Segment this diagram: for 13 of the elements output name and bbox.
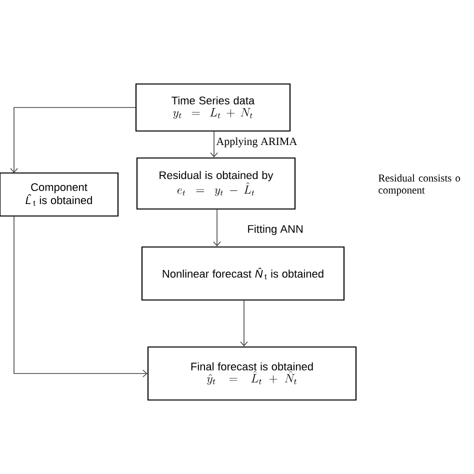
edge-label: Fitting ANN <box>248 224 303 236</box>
edge-label: Applying ARIMA <box>216 137 298 148</box>
process-box: Residual is obtained by $e_{t} = y_{t} - \hat{L}_{t}$ <box>136 157 296 210</box>
arrow <box>213 209 221 246</box>
process-box: Time Series data $y_{t} = L_{t} + N_{t}$ <box>135 83 291 132</box>
process-box: Component L̂$_{t}$ is obtained <box>0 172 119 217</box>
arrow <box>240 300 248 346</box>
note: Residual consists o component <box>378 174 460 196</box>
process-box: Nonlinear forecast N̂$_{t}$ is obtained <box>141 246 345 301</box>
arrow <box>10 107 136 173</box>
arrow <box>210 131 218 158</box>
arrow <box>14 216 148 378</box>
process-box: Final forecast is obtained $\hat{y}_{t} = \hat{L}_{t} + \hat{N}_{t}$ <box>147 346 357 401</box>
